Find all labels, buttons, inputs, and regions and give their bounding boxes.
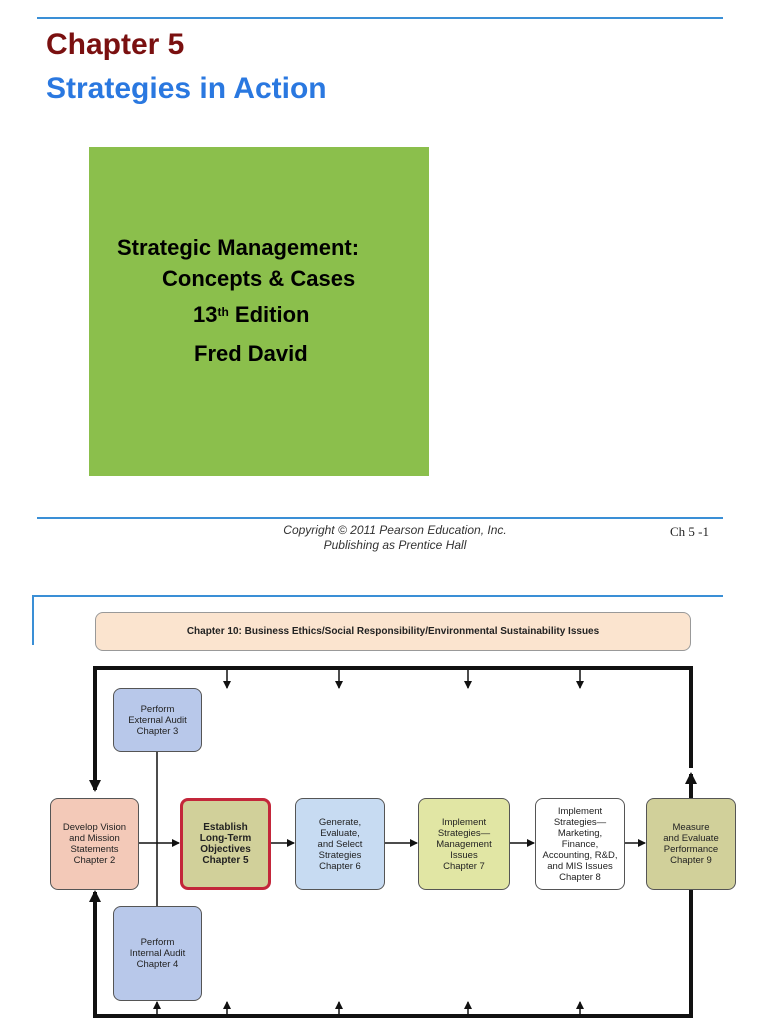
edition-word: Edition (228, 302, 310, 327)
cover-author: Fred David (194, 341, 308, 366)
slide2-left-rule (32, 595, 34, 645)
vision-mission-box: Develop Vision and Mission Statements Ch… (50, 798, 139, 890)
copyright-line2: Publishing as Prentice Hall (323, 538, 467, 552)
slide-number: Ch 5 -1 (670, 524, 709, 539)
copyright-line1: Copyright © 2011 Pearson Education, Inc. (283, 523, 507, 537)
internal-audit-box: Perform Internal Audit Chapter 4 (113, 906, 202, 1001)
chapter-heading: Chapter 5 (46, 28, 185, 61)
external-audit-box: Perform External Audit Chapter 3 (113, 688, 202, 752)
copyright-notice: Copyright © 2011 Pearson Education, Inc.… (250, 523, 540, 553)
establish-objectives-box: Establish Long-Term Objectives Chapter 5 (180, 798, 271, 890)
cover-edition: 13th Edition (193, 302, 309, 328)
cover-title-line1: Strategic Management: (117, 235, 360, 260)
edition-suffix: th (217, 305, 229, 319)
ethics-issues-bar: Chapter 10: Business Ethics/Social Respo… (95, 612, 691, 651)
implement-functional-box: Implement Strategies— Marketing, Finance… (535, 798, 625, 890)
feedback-loop-bottom (89, 888, 693, 1018)
slide2-top-rule (33, 595, 723, 597)
top-rule (37, 17, 723, 19)
book-cover: Strategic Management: Concepts & Cases 1… (89, 147, 429, 476)
cover-title-line2: Concepts & Cases (162, 266, 356, 291)
footer-rule (37, 517, 723, 519)
feedback-loop-top (89, 666, 693, 792)
generate-strategies-box: Generate, Evaluate, and Select Strategie… (295, 798, 385, 890)
slide-title: Strategies in Action (46, 72, 327, 105)
edition-number: 13 (193, 302, 218, 327)
implement-management-box: Implement Strategies— Management Issues … (418, 798, 510, 890)
measure-evaluate-box: Measure and Evaluate Performance Chapter… (646, 798, 736, 890)
